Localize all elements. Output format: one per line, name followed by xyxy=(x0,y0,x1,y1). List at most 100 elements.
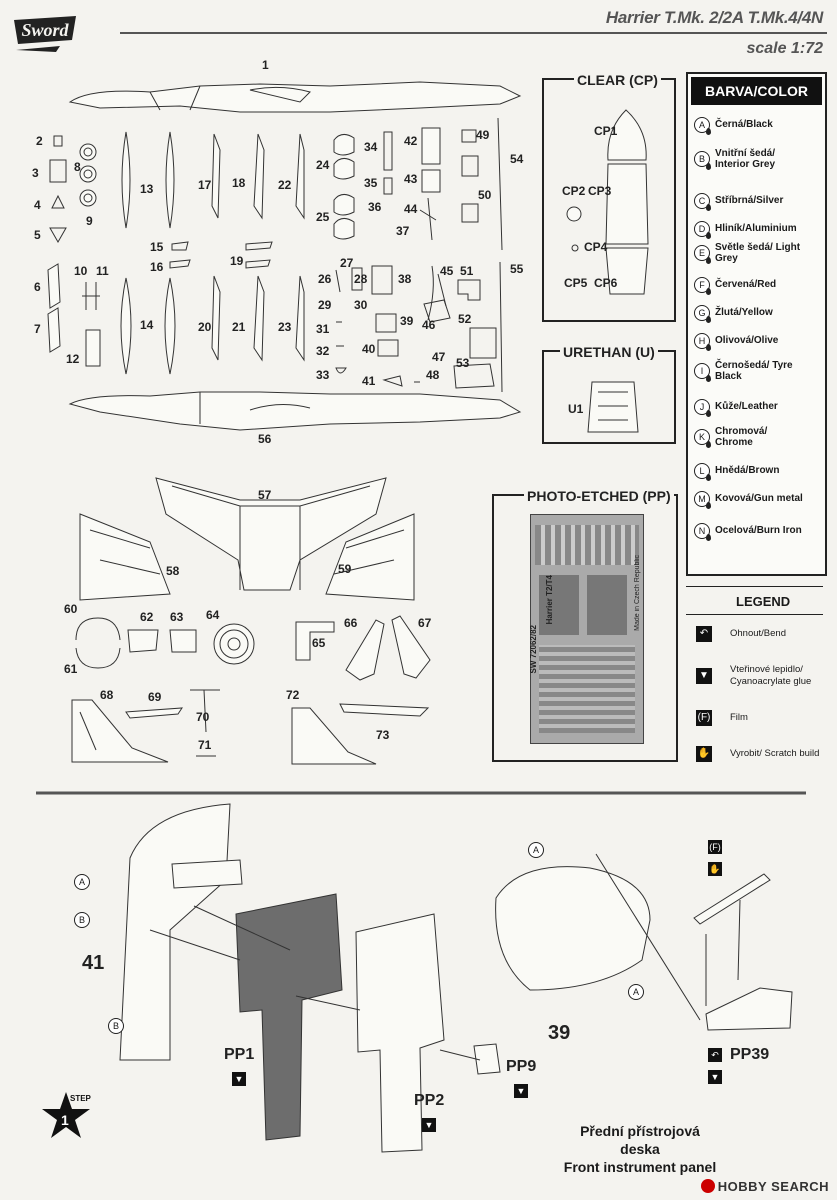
part-number-65: 65 xyxy=(312,636,326,650)
paint-drop-icon xyxy=(706,204,711,211)
part-number-20: 20 xyxy=(198,320,212,334)
paint-drop-icon xyxy=(706,256,711,264)
hobby-search-watermark: HOBBY SEARCH xyxy=(700,1179,829,1194)
part-number-44: 44 xyxy=(404,202,418,216)
kit-title: Harrier T.Mk. 2/2A T.Mk.4/4N xyxy=(605,8,823,27)
logo-text: Sword xyxy=(21,20,69,40)
photo-etched-title: PHOTO-ETCHED (PP) xyxy=(524,488,674,504)
glue-icon: ▼ xyxy=(514,1084,528,1098)
part-number-59: 59 xyxy=(338,562,352,576)
color-label: Červená/Red xyxy=(715,279,777,290)
part-number-24: 24 xyxy=(316,158,330,172)
part-number-1: 1 xyxy=(262,58,269,72)
color-label: Černošedá/ Tyre Black xyxy=(715,360,793,382)
color-label: Ocelová/Burn Iron xyxy=(715,525,802,536)
part-number-54: 54 xyxy=(510,152,524,166)
color-label: Světle šedá/ Light Grey xyxy=(715,242,801,264)
photo-etched-box: SW 72062/82 Harrier T2/T4 Made in Czech … xyxy=(492,494,678,762)
legend-item: ↶Ohnout/Bend xyxy=(696,626,786,642)
paint-drop-icon xyxy=(706,316,711,323)
header-rule xyxy=(120,32,827,34)
scratch-build-icon: ✋ xyxy=(696,746,712,762)
part-number-21: 21 xyxy=(232,320,246,334)
part-number-72: 72 xyxy=(286,688,300,702)
scratch-build-icon: ✋ xyxy=(708,862,722,876)
step-part-pp2: PP2 xyxy=(414,1092,445,1109)
paint-drop-icon xyxy=(706,344,711,351)
kit-scale: scale 1:72 xyxy=(746,40,823,57)
legend-item: ▼Vteřinové lepidlo/ Cyanoacrylate glue xyxy=(696,664,830,688)
step-star-badge: STEP 1 xyxy=(40,1090,92,1142)
part-number-64: 64 xyxy=(206,608,220,622)
bend-icon: ↶ xyxy=(708,1048,722,1062)
part-number-38: 38 xyxy=(398,272,412,286)
legend-label: Film xyxy=(730,712,748,723)
part-number-19: 19 xyxy=(230,254,244,268)
part-number-45: 45 xyxy=(440,264,454,278)
part-number-37: 37 xyxy=(396,224,410,238)
pe-fret-strips xyxy=(535,525,639,565)
step-caption-en: Front instrument panel xyxy=(563,1159,717,1175)
clear-label-cp2: CP2 xyxy=(562,184,586,198)
legend-rule xyxy=(686,586,823,587)
part-number-2: 2 xyxy=(36,134,43,148)
paint-drop-icon xyxy=(706,128,711,135)
part-number-53: 53 xyxy=(456,356,470,370)
pe-fret-code: SW 72062/82 xyxy=(529,625,538,674)
step-part-pp39: PP39 xyxy=(730,1046,770,1063)
part-number-56: 56 xyxy=(258,432,272,446)
paint-drop-icon xyxy=(706,502,711,509)
part-number-14: 14 xyxy=(140,318,154,332)
urethan-box-title: URETHAN (U) xyxy=(560,344,658,360)
step-part-39: 39 xyxy=(548,1022,571,1044)
legend-title: LEGEND xyxy=(736,594,791,609)
part-number-39: 39 xyxy=(400,314,414,328)
clear-label-cp6: CP6 xyxy=(594,276,618,290)
legend-item: (F) Film xyxy=(696,710,748,726)
step-part-41: 41 xyxy=(82,952,105,974)
part-number-43: 43 xyxy=(404,172,418,186)
hobby-search-logo-icon xyxy=(700,1179,715,1193)
pe-fret-lower xyxy=(539,645,635,733)
paint-drop-icon xyxy=(706,162,711,170)
part-number-22: 22 xyxy=(278,178,292,192)
legend-label: Vyrobit/ Scratch build xyxy=(730,748,820,759)
part-number-41: 41 xyxy=(362,374,376,388)
glue-icon: ▼ xyxy=(696,668,712,684)
clear-box-title: CLEAR (CP) xyxy=(574,72,661,88)
part-number-29: 29 xyxy=(318,298,332,312)
part-number-49: 49 xyxy=(476,128,490,142)
glue-icon: ▼ xyxy=(708,1070,722,1084)
color-panel-title: BARVA/COLOR xyxy=(691,77,822,105)
part-number-27: 27 xyxy=(340,256,354,270)
urethan-label-u1: U1 xyxy=(568,402,584,416)
paint-drop-icon xyxy=(706,534,711,541)
paint-drop-icon xyxy=(706,374,711,382)
part-number-26: 26 xyxy=(318,272,332,286)
color-label: Chromová/ Chrome xyxy=(715,426,768,448)
color-label: Hnědá/Brown xyxy=(715,465,780,476)
part-number-63: 63 xyxy=(170,610,184,624)
part-number-23: 23 xyxy=(278,320,292,334)
part-number-57: 57 xyxy=(258,488,272,502)
film-icon: (F) xyxy=(696,710,712,726)
paint-drop-icon xyxy=(706,288,711,295)
part-number-32: 32 xyxy=(316,344,330,358)
part-number-16: 16 xyxy=(150,260,164,274)
part-number-11: 11 xyxy=(96,264,109,278)
color-label: Stříbrná/Silver xyxy=(715,195,784,206)
part-number-31: 31 xyxy=(316,322,330,336)
part-number-10: 10 xyxy=(74,264,88,278)
part-number-58: 58 xyxy=(166,564,180,578)
